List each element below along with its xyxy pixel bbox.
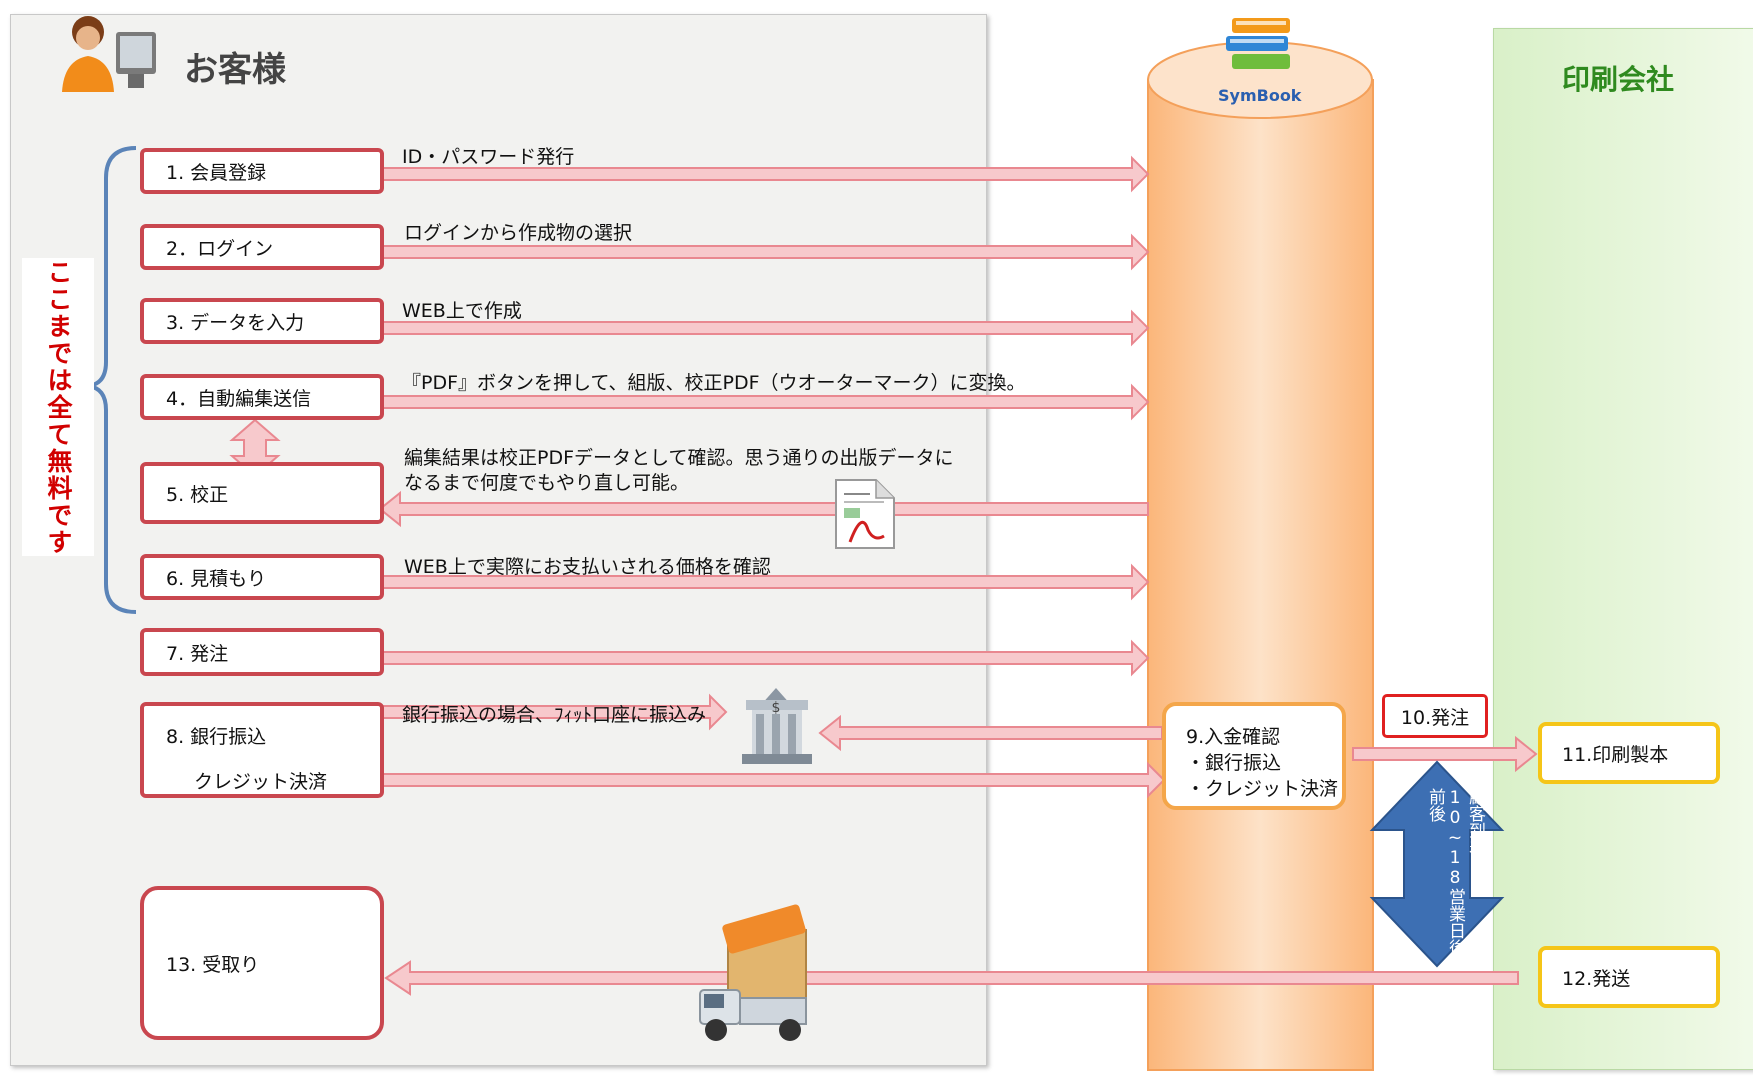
- arrow-step6: [379, 563, 1150, 601]
- step-5-box: 5. 校正: [140, 462, 384, 524]
- customer-title: お客様: [184, 50, 286, 90]
- step-7-box: 7. 発注: [140, 628, 384, 676]
- arrow-step2: [379, 233, 1150, 271]
- delivery-truck-icon: [699, 904, 807, 1041]
- arrow-step13: [384, 960, 1519, 996]
- step-5-arrow-label: 編集結果は校正PDFデータとして確認。思う通りの出版データに なるまで何度でもや…: [404, 447, 954, 494]
- arrow-step8-credit: [379, 761, 1166, 799]
- print-bind-11-box: 11.印刷製本: [1538, 722, 1720, 784]
- delivery-days-note: 顧客到着日は10~18営業日後前後: [1425, 788, 1485, 956]
- step-4-arrow-label: 『PDF』ボタンを押して、組版、校正PDF（ウオーターマーク）に変換。: [402, 372, 1026, 394]
- step-13-box: 13. 受取り: [140, 886, 384, 1040]
- step-3-box: 3. データを入力: [140, 298, 384, 344]
- step-6-box: 6. 見積もり: [140, 554, 384, 600]
- step-6-arrow-label: WEB上で実際にお支払いされる価格を確認: [404, 556, 771, 578]
- customer-computer-icon: [62, 16, 156, 92]
- bank-icon: $: [742, 688, 812, 764]
- free-bracket: [87, 146, 137, 614]
- arrow-bank-confirm: [818, 714, 1163, 752]
- step-2-arrow-label: ログインから作成物の選択: [404, 222, 633, 244]
- printer-title: 印刷会社: [1562, 63, 1675, 96]
- arrow-step1: [379, 155, 1150, 193]
- printer-panel: [1493, 28, 1753, 1070]
- ship-12-box: 12.発送: [1538, 946, 1720, 1008]
- pdf-document-icon: [835, 479, 895, 549]
- step-8-arrow-label: 銀行振込の場合、ﾌｨｯﾄ口座に振込み: [402, 704, 707, 726]
- symbook-logo-text: SymBook: [1218, 86, 1302, 105]
- arrow-order10: [1352, 735, 1538, 773]
- symbook-cylinder: [1147, 41, 1374, 1071]
- order-10-box: 10.発注: [1382, 694, 1488, 738]
- step-8-box: 8. 銀行振込 クレジット決済: [140, 702, 384, 798]
- step-8-bank-label: 8. 銀行振込: [166, 726, 267, 748]
- svg-text:$: $: [772, 700, 781, 716]
- free-note: ここまでは全て無料です: [22, 258, 94, 556]
- step-1-arrow-label: ID・パスワード発行: [402, 146, 575, 168]
- step-1-box: 1. 会員登録: [140, 148, 384, 194]
- symbook-logo-icon: [1226, 18, 1290, 69]
- payment-confirm-box: 9.入金確認 ・銀行振込 ・クレジット決済: [1162, 702, 1346, 810]
- step-8-credit-label: クレジット決済: [194, 771, 328, 793]
- arrow-step4: [379, 383, 1150, 421]
- step-3-arrow-label: WEB上で作成: [402, 300, 522, 322]
- step-4-box: 4．自動編集送信: [140, 374, 384, 420]
- delivery-arrow: [1369, 760, 1505, 968]
- arrow-step8-bank: [379, 693, 728, 731]
- payment-credit-line: ・クレジット決済: [1186, 778, 1339, 800]
- payment-bank-line: ・銀行振込: [1186, 752, 1282, 774]
- arrow-step5: [378, 490, 1149, 528]
- arrow-step7: [379, 639, 1150, 677]
- payment-confirm-title: 9.入金確認: [1186, 726, 1281, 748]
- step-2-box: 2．ログイン: [140, 224, 384, 270]
- arrow-step3: [379, 309, 1150, 347]
